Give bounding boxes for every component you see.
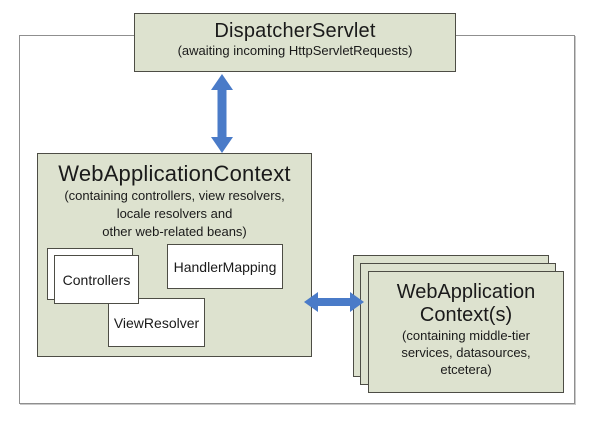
web-application-context-subtitle-line-3: other web-related beans) [102,224,247,239]
root-context-subtitle-line-2: services, datasources, [401,345,531,360]
root-context-title-line-2: Context(s) [419,304,513,326]
root-context-subtitle-line-1: (containing middle-tier [402,328,530,343]
controllers-label: Controllers [62,271,131,288]
view-resolver-box: ViewResolver [108,298,205,347]
root-context-subtitle-line-3: etcetera) [440,362,492,377]
root-context-box: WebApplication Context(s) (containing mi… [368,271,564,393]
dispatcher-servlet-box: DispatcherServlet (awaiting incoming Htt… [134,13,456,72]
handler-mapping-label: HandlerMapping [173,258,277,275]
web-application-context-subtitle-line-1: (containing controllers, view resolvers, [64,188,285,203]
dispatcher-servlet-title: DispatcherServlet [214,20,376,42]
root-context-title-line-1: WebApplication [396,281,536,303]
controllers-box: Controllers [54,255,139,304]
web-application-context-title: WebApplicationContext [58,161,291,186]
web-application-context-subtitle-line-2: locale resolvers and [116,206,233,221]
handler-mapping-box: HandlerMapping [167,244,283,289]
dispatcher-servlet-subtitle: (awaiting incoming HttpServletRequests) [177,43,413,58]
view-resolver-label: ViewResolver [113,314,200,331]
